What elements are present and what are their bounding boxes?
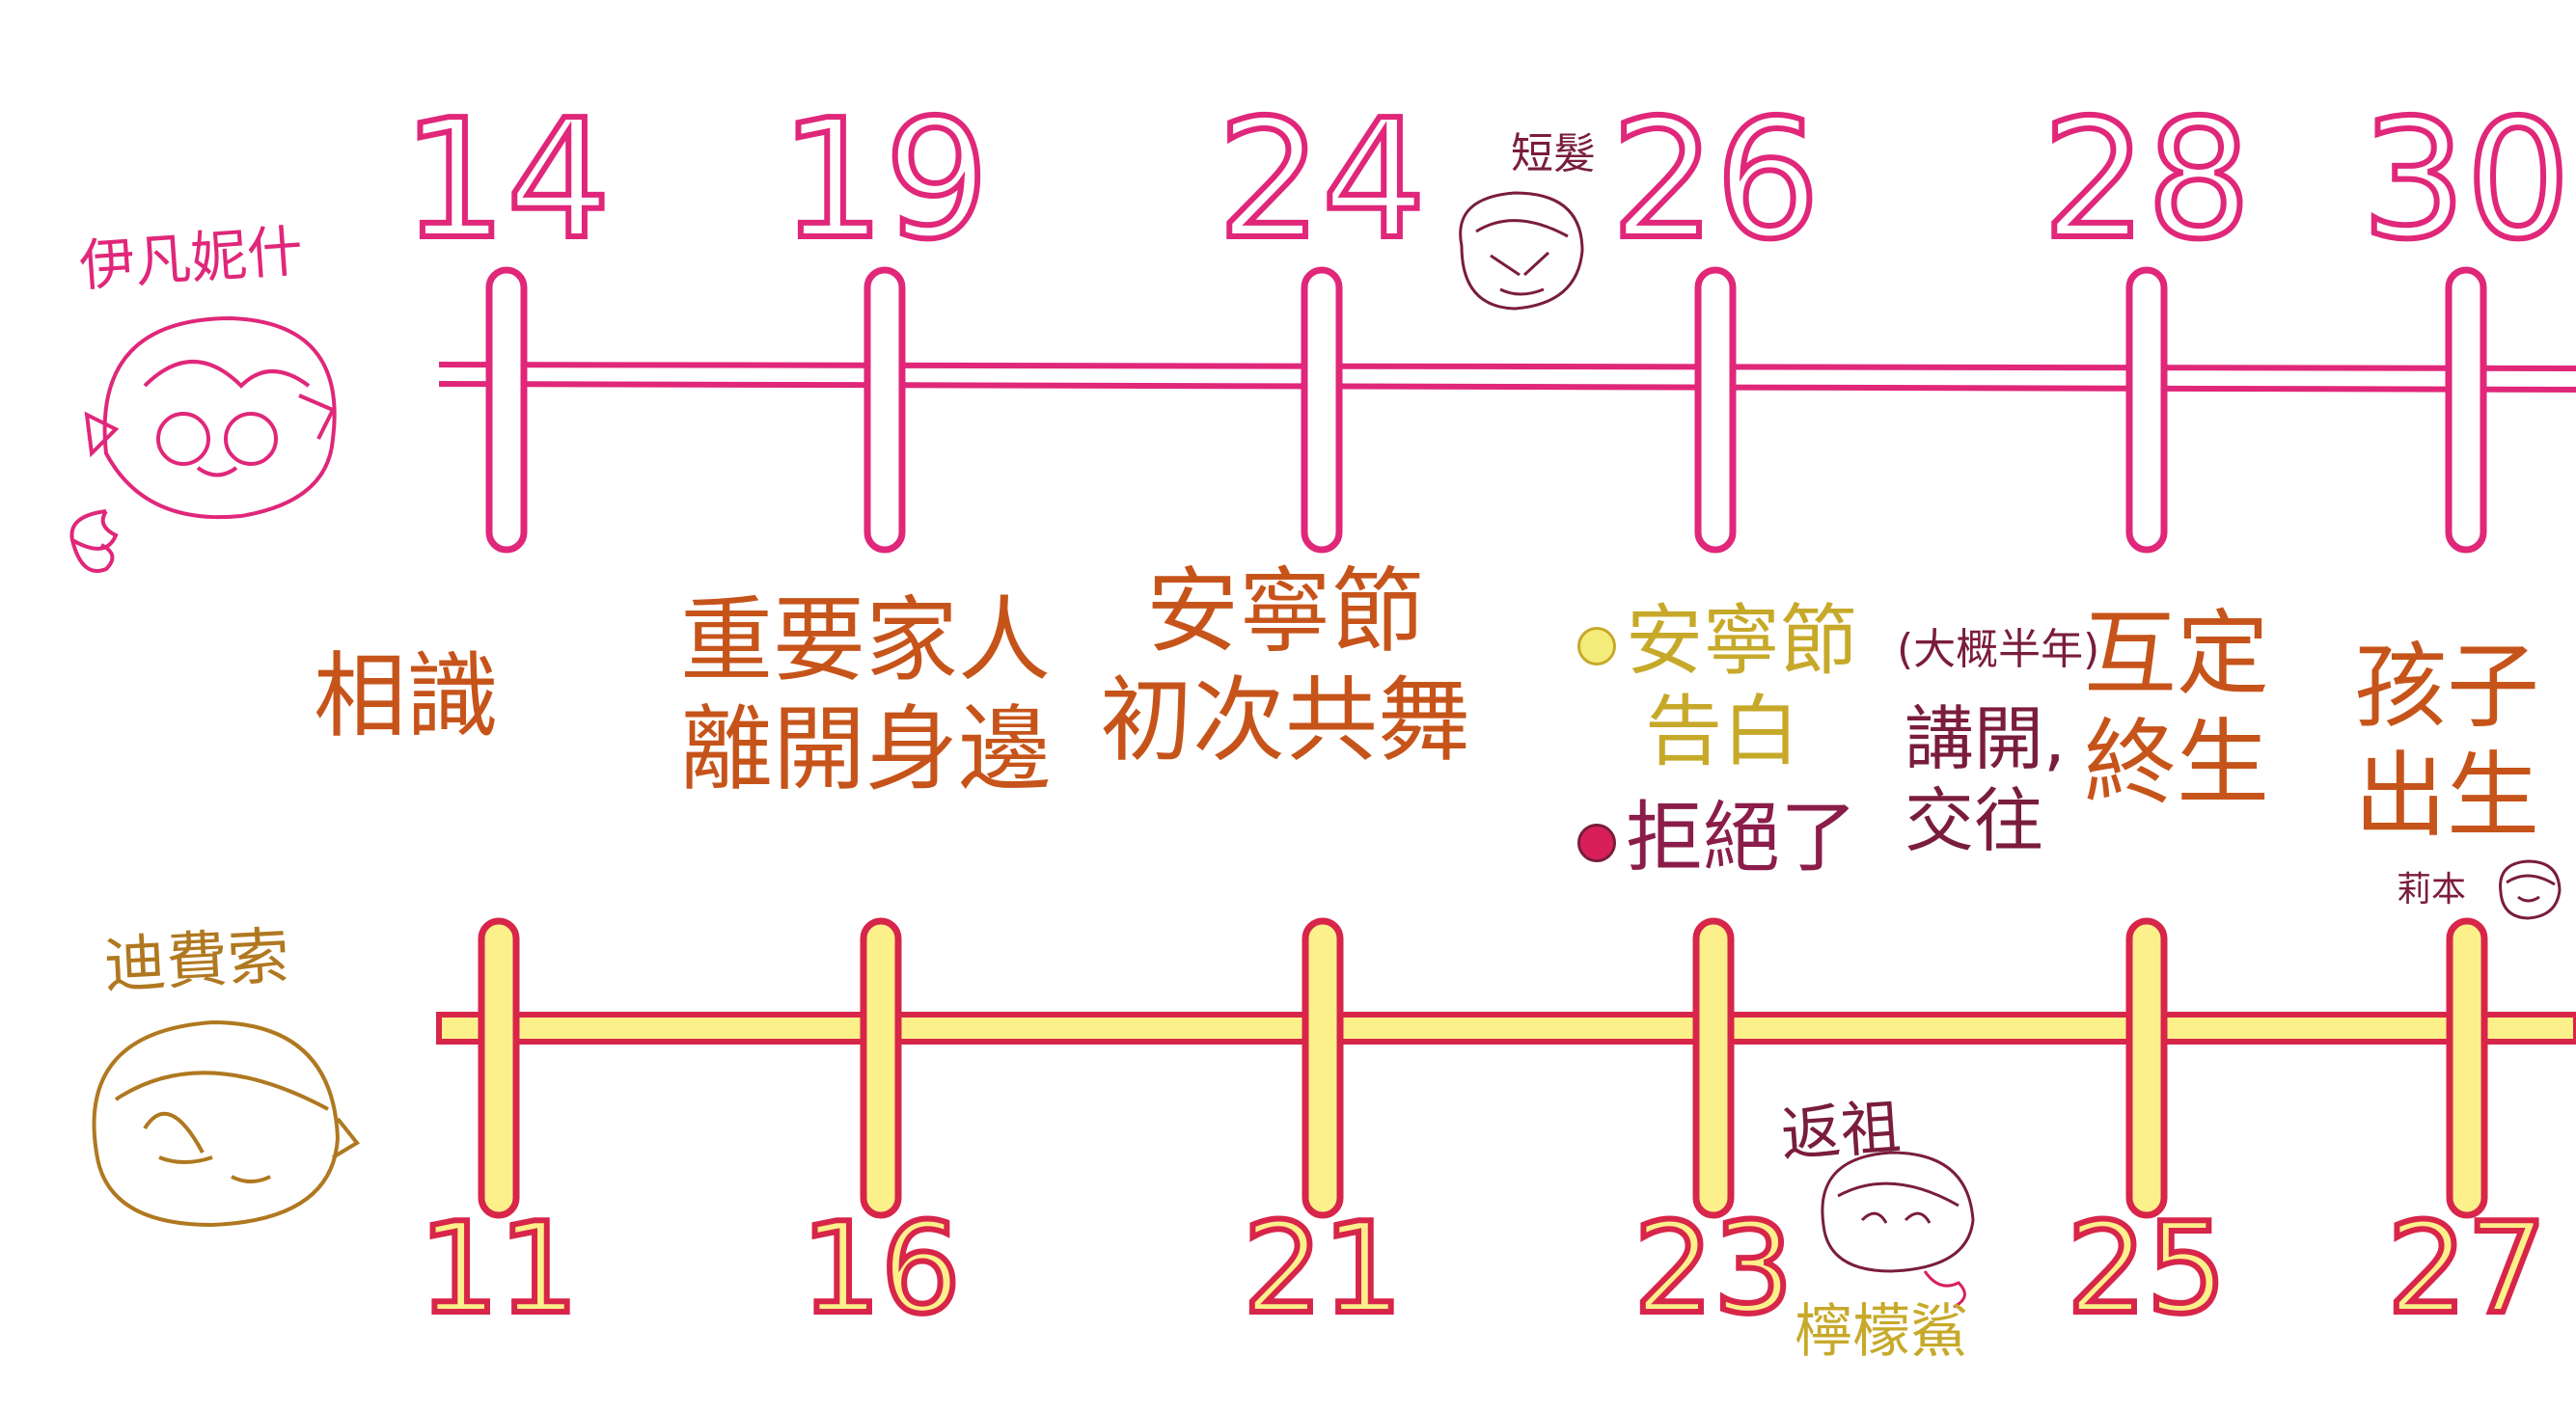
top-age-label: 28 [2042, 85, 2251, 276]
top-tick-bar [2125, 266, 2168, 554]
top-tick-bar [1301, 266, 1343, 554]
top-age-label: 24 [1218, 85, 1426, 276]
top-tick-bar [485, 266, 528, 554]
event-rejection: 拒絕了 [1577, 793, 1857, 883]
top-age-label: 14 [402, 85, 611, 276]
character-name-difeisuo: 迪費索 [102, 921, 291, 1002]
bottom-age-labels: 11 16 21 23 25 27 [416, 1192, 2549, 1344]
event-confession-line-2: 告白 [1645, 687, 1799, 777]
top-tick-bar [1694, 266, 1737, 554]
event-engagement-line-1: 互定 [2084, 600, 2269, 708]
bottom-timeline-line [436, 1012, 2576, 1045]
annotation-atavism: 返祖 [1778, 1091, 1904, 1171]
top-timeline-line [438, 362, 2576, 393]
bottom-age-label: 16 [801, 1195, 960, 1342]
atavism-baby-portrait-icon [1821, 1151, 1975, 1309]
annotation-lemon-shark: 檸檬鯊 [1795, 1298, 1968, 1366]
bottom-age-label: 23 [1633, 1195, 1793, 1342]
annotation-short-hair: 短髮 [1511, 129, 1596, 178]
bottom-age-label: 27 [2387, 1195, 2546, 1342]
event-child-birth-line-2: 出生 [2354, 742, 2539, 851]
top-age-label: 30 [2362, 85, 2570, 276]
event-first-dance-line-2: 初次共舞 [1100, 666, 1470, 775]
event-meet: 相識 [314, 642, 499, 751]
top-tick-bar [2445, 266, 2487, 554]
event-dating-line-2: 交往 [1905, 779, 2044, 861]
bottom-tick-bar [1692, 917, 1735, 1219]
bottom-age-label: 25 [2067, 1195, 2226, 1342]
event-family-loss: 重要家人 離開身邊 [680, 586, 1051, 805]
event-dating-note: (大概半年) [1897, 625, 2100, 674]
event-child-birth: 孩子 出生 [2354, 633, 2539, 852]
bottom-age-label: 21 [1243, 1195, 1402, 1342]
lily-portrait-icon [2499, 859, 2562, 920]
bottom-tick-bar [478, 917, 520, 1219]
ivanesh-portrait-icon [69, 315, 337, 573]
top-timeline-ticks [485, 266, 2487, 554]
top-age-labels: 14 19 24 26 28 30 [399, 82, 2573, 279]
event-engagement: 互定 終生 [2084, 600, 2269, 819]
event-first-dance: 安寧節 初次共舞 [1100, 557, 1470, 776]
event-first-dance-line-1: 安寧節 [1146, 557, 1424, 665]
red-dot-icon [1577, 824, 1616, 863]
top-tick-bar [863, 266, 906, 554]
event-dating-line-1: 講開, [1905, 698, 2066, 779]
event-confession-text-1: 安寧節 [1626, 596, 1857, 686]
bottom-age-label: 11 [419, 1195, 578, 1342]
yellow-dot-icon [1577, 627, 1616, 666]
event-rejection-text: 拒絕了 [1626, 793, 1857, 882]
top-age-label: 19 [781, 85, 989, 276]
event-dating: 講開, 交往 [1905, 698, 2066, 862]
event-meet-line-1: 相識 [314, 642, 499, 750]
event-family-loss-line-1: 重要家人 [680, 586, 1051, 694]
bottom-tick-bar [2125, 917, 2168, 1219]
bottom-tick-bar [860, 917, 902, 1219]
event-confession-line-1: 安寧節 [1577, 596, 1857, 687]
bottom-tick-bar [2446, 917, 2488, 1219]
event-confession: 安寧節 告白 [1577, 596, 1857, 778]
bottom-timeline-ticks [478, 917, 2488, 1219]
event-family-loss-line-2: 離開身邊 [680, 695, 1051, 804]
bottom-tick-bar [1302, 917, 1344, 1219]
short-hair-portrait-icon [1459, 191, 1584, 311]
top-age-label: 26 [1611, 85, 1820, 276]
event-engagement-line-2: 終生 [2084, 709, 2269, 818]
annotation-lily: 莉本 [2397, 870, 2467, 910]
difeisuo-portrait-icon [92, 1019, 360, 1228]
event-child-birth-line-1: 孩子 [2354, 633, 2539, 741]
